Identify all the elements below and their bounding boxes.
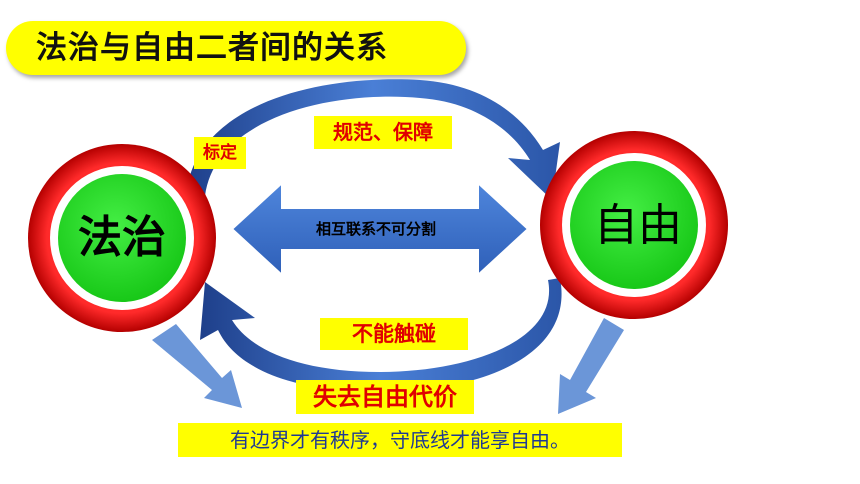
- ziyou-label: 自由: [594, 200, 682, 251]
- conclusion-text: 有边界才有秩序，守底线才能享自由。: [178, 423, 622, 457]
- bottom-arc-arrow: [200, 278, 562, 392]
- fazhi-core: [58, 174, 186, 302]
- fazhi-label: 法治: [78, 212, 166, 263]
- left-down-arrow: [152, 324, 242, 408]
- label-guifan-baozhang: 规范、保障: [314, 116, 452, 149]
- page-title: 法治与自由二者间的关系: [36, 30, 388, 66]
- label-biaoding: 标定: [194, 137, 246, 169]
- right-down-arrow: [558, 318, 624, 414]
- label-shiqu-daijia: 失去自由代价: [296, 380, 474, 414]
- center-arrow-label: 相互联系不可分割: [315, 220, 436, 238]
- center-double-arrow: [230, 180, 530, 278]
- label-buneng-chupeng: 不能触碰: [320, 318, 468, 350]
- title-banner: [6, 21, 466, 75]
- ziyou-core: [570, 161, 698, 289]
- top-arc-arrow: [186, 79, 560, 200]
